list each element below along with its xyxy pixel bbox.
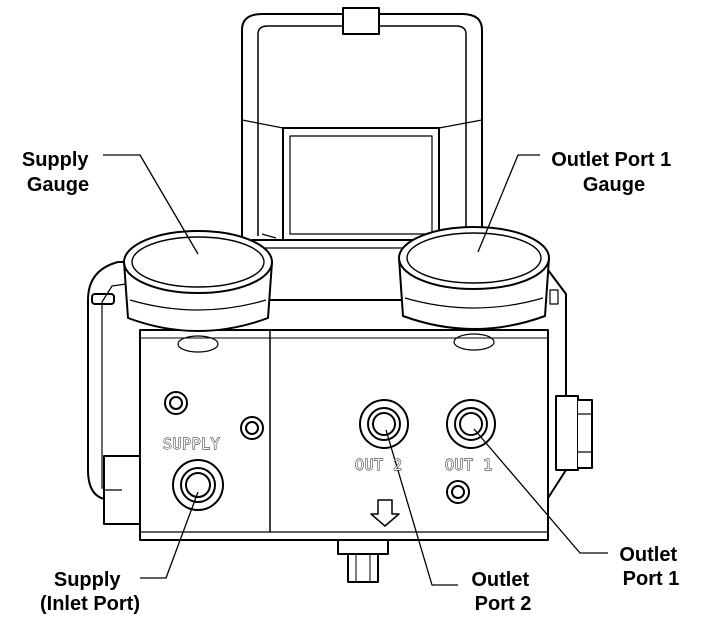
leader-supply-inlet [140, 491, 199, 579]
callout-outlet-port1-gauge: Outlet Port 1 Gauge [551, 149, 677, 196]
callout-supply-gauge: Supply Gauge [22, 149, 94, 196]
outlet-port-1 [446, 399, 496, 449]
body-label-out2: OUT 2 [355, 456, 403, 474]
callout-outlet-port1: Outlet Port 1 [619, 544, 682, 590]
leader-supply-gauge [103, 154, 199, 255]
leader-outlet-port2 [385, 429, 458, 586]
body-label-supply: SUPPLY [163, 435, 220, 453]
right-side-housing [547, 269, 593, 499]
plug-below-out1 [446, 480, 470, 504]
plug-upper-left [164, 391, 188, 415]
top-cover [241, 7, 483, 241]
plug-right-of-supply [240, 416, 264, 440]
leader-outlet-port1 [473, 428, 608, 554]
left-side-housing [87, 261, 141, 525]
leader-outlet-port1-gauge [477, 154, 540, 253]
callout-supply-inlet: Supply (Inlet Port) [40, 569, 140, 615]
outlet-port1-gauge [398, 226, 550, 351]
outlet-port-2 [359, 399, 409, 449]
body-label-out1: OUT 1 [445, 456, 493, 474]
leader-lines [103, 154, 608, 586]
exhaust-arrow-icon [370, 499, 400, 527]
bottom-fitting [337, 539, 389, 583]
supply-inlet-port [172, 459, 224, 511]
callout-outlet-port2: Outlet Port 2 [471, 569, 534, 615]
supply-gauge [123, 230, 273, 353]
